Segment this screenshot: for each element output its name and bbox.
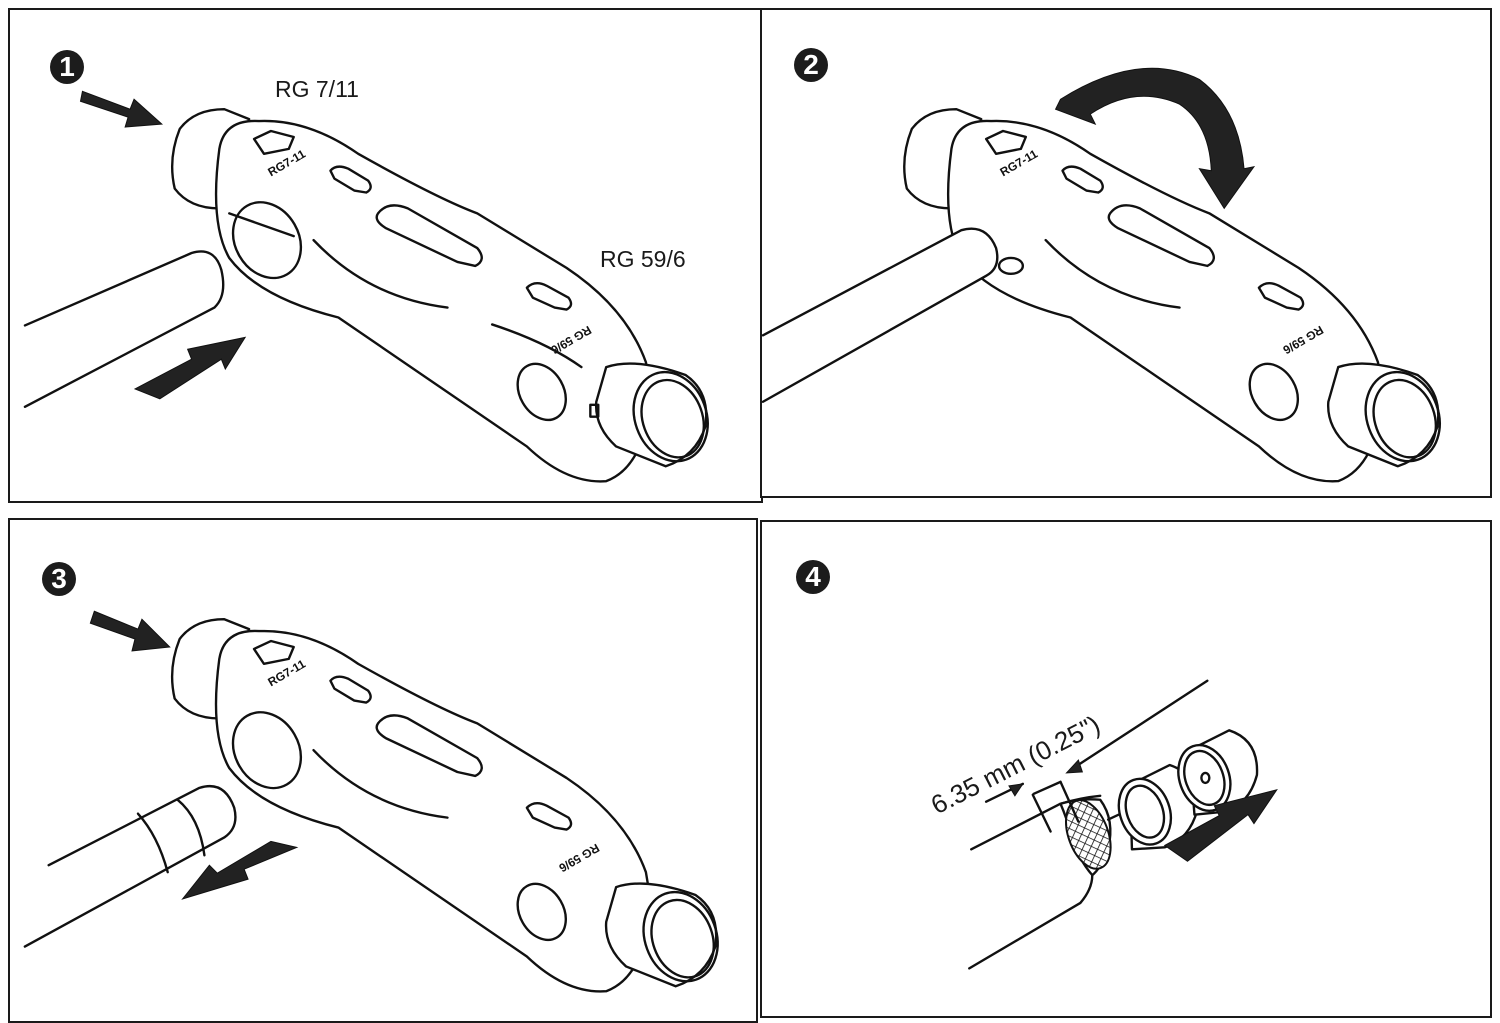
stripper-tool: RG7-11 RG 59/6 (170, 618, 719, 993)
step-1-panel: RG7-11 RG 59/6 1 RG 7/11 RG 59/6 (8, 8, 763, 503)
insert-arrow-icon (133, 336, 247, 400)
push-on-arrow-icon (1163, 789, 1278, 862)
stripped-coax-cable (23, 784, 237, 948)
compression-connector-parts (1117, 729, 1259, 851)
step-4-illustration (968, 679, 1278, 970)
rg-59-6-label: RG 59/6 (600, 246, 686, 272)
step-2-badge: 2 (794, 48, 828, 82)
stripper-tool: RG7-11 RG 59/6 (170, 108, 709, 483)
step-4-badge: 4 (796, 560, 830, 594)
stripper-tool: RG7-11 RG 59/6 (903, 107, 1441, 483)
step-2-panel: RG7-11 RG 59/6 2 (760, 8, 1492, 498)
rotate-arrow-icon (1054, 67, 1256, 210)
coax-cable-inserted (761, 227, 1025, 403)
step-1-illustration: RG7-11 RG 59/6 (23, 90, 709, 483)
step-1-badge: 1 (50, 50, 84, 84)
rg-7-11-label: RG 7/11 (275, 76, 359, 102)
coax-cable (23, 250, 225, 408)
push-arrow-icon (89, 610, 171, 652)
step-3-illustration: RG7-11 RG 59/6 (23, 610, 719, 993)
step-3-badge: 3 (42, 562, 76, 596)
dimension-marker (984, 679, 1209, 833)
push-arrow-icon (79, 90, 164, 128)
pull-out-arrow-icon (181, 840, 299, 900)
step-4-panel: 4 6.35 mm (0.25") (760, 520, 1492, 1018)
prepared-coax-cable (968, 794, 1127, 970)
step-3-panel: RG7-11 RG 59/6 3 (8, 518, 758, 1023)
step-2-illustration: RG7-11 RG 59/6 (761, 67, 1441, 483)
